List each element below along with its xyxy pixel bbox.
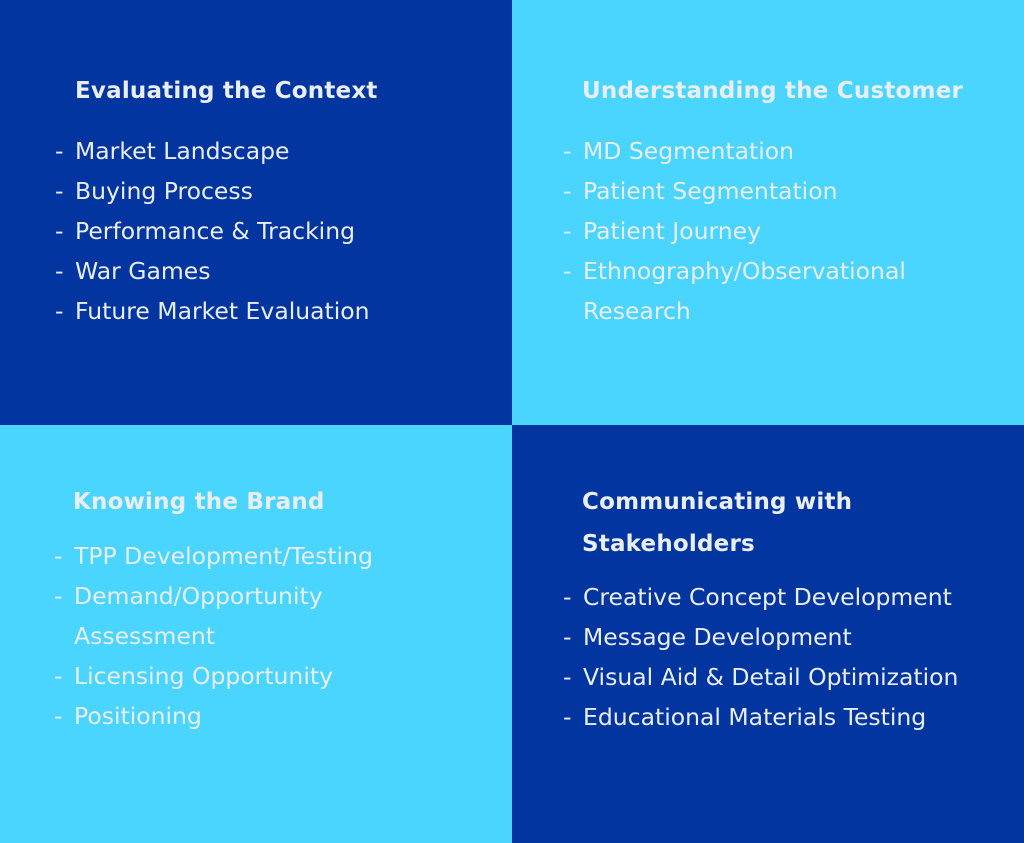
quadrant-item-list: TPP Development/Testing Demand/Opportuni… [54, 536, 434, 736]
list-item: Buying Process [55, 171, 495, 211]
quadrant-evaluating-context: Evaluating the Context Market Landscape … [0, 0, 512, 425]
quadrant-title: Understanding the Customer [582, 78, 964, 104]
list-item: Demand/Opportunity Assessment [54, 576, 434, 656]
list-item: Licensing Opportunity [54, 656, 434, 696]
list-item: Performance & Tracking [55, 211, 495, 251]
quadrant-item-list: Market Landscape Buying Process Performa… [55, 131, 495, 331]
quadrant-item-list: MD Segmentation Patient Segmentation Pat… [563, 131, 983, 331]
list-item: TPP Development/Testing [54, 536, 434, 576]
quadrant-title: Evaluating the Context [75, 78, 378, 104]
list-item: Future Market Evaluation [55, 291, 495, 331]
quadrant-title: Communicating with Stakeholders [582, 489, 853, 557]
list-item: Message Development [563, 617, 1018, 657]
list-item: Market Landscape [55, 131, 495, 171]
quadrant-item-list: Creative Concept Development Message Dev… [563, 577, 1018, 737]
list-item: Positioning [54, 696, 434, 736]
list-item: Patient Segmentation [563, 171, 983, 211]
list-item: Creative Concept Development [563, 577, 1018, 617]
list-item: Visual Aid & Detail Optimization [563, 657, 1018, 697]
list-item: Patient Journey [563, 211, 983, 251]
quadrant-understanding-customer: Understanding the Customer MD Segmentati… [512, 0, 1024, 425]
list-item: Educational Materials Testing [563, 697, 1018, 737]
list-item: MD Segmentation [563, 131, 983, 171]
list-item: Ethnography/Observational Research [563, 251, 983, 331]
quadrant-communicating-stakeholders: Communicating with Stakeholders Creative… [512, 425, 1024, 843]
list-item: War Games [55, 251, 495, 291]
quadrant-title: Knowing the Brand [73, 489, 325, 515]
quadrant-knowing-brand: Knowing the Brand TPP Development/Testin… [0, 425, 512, 843]
